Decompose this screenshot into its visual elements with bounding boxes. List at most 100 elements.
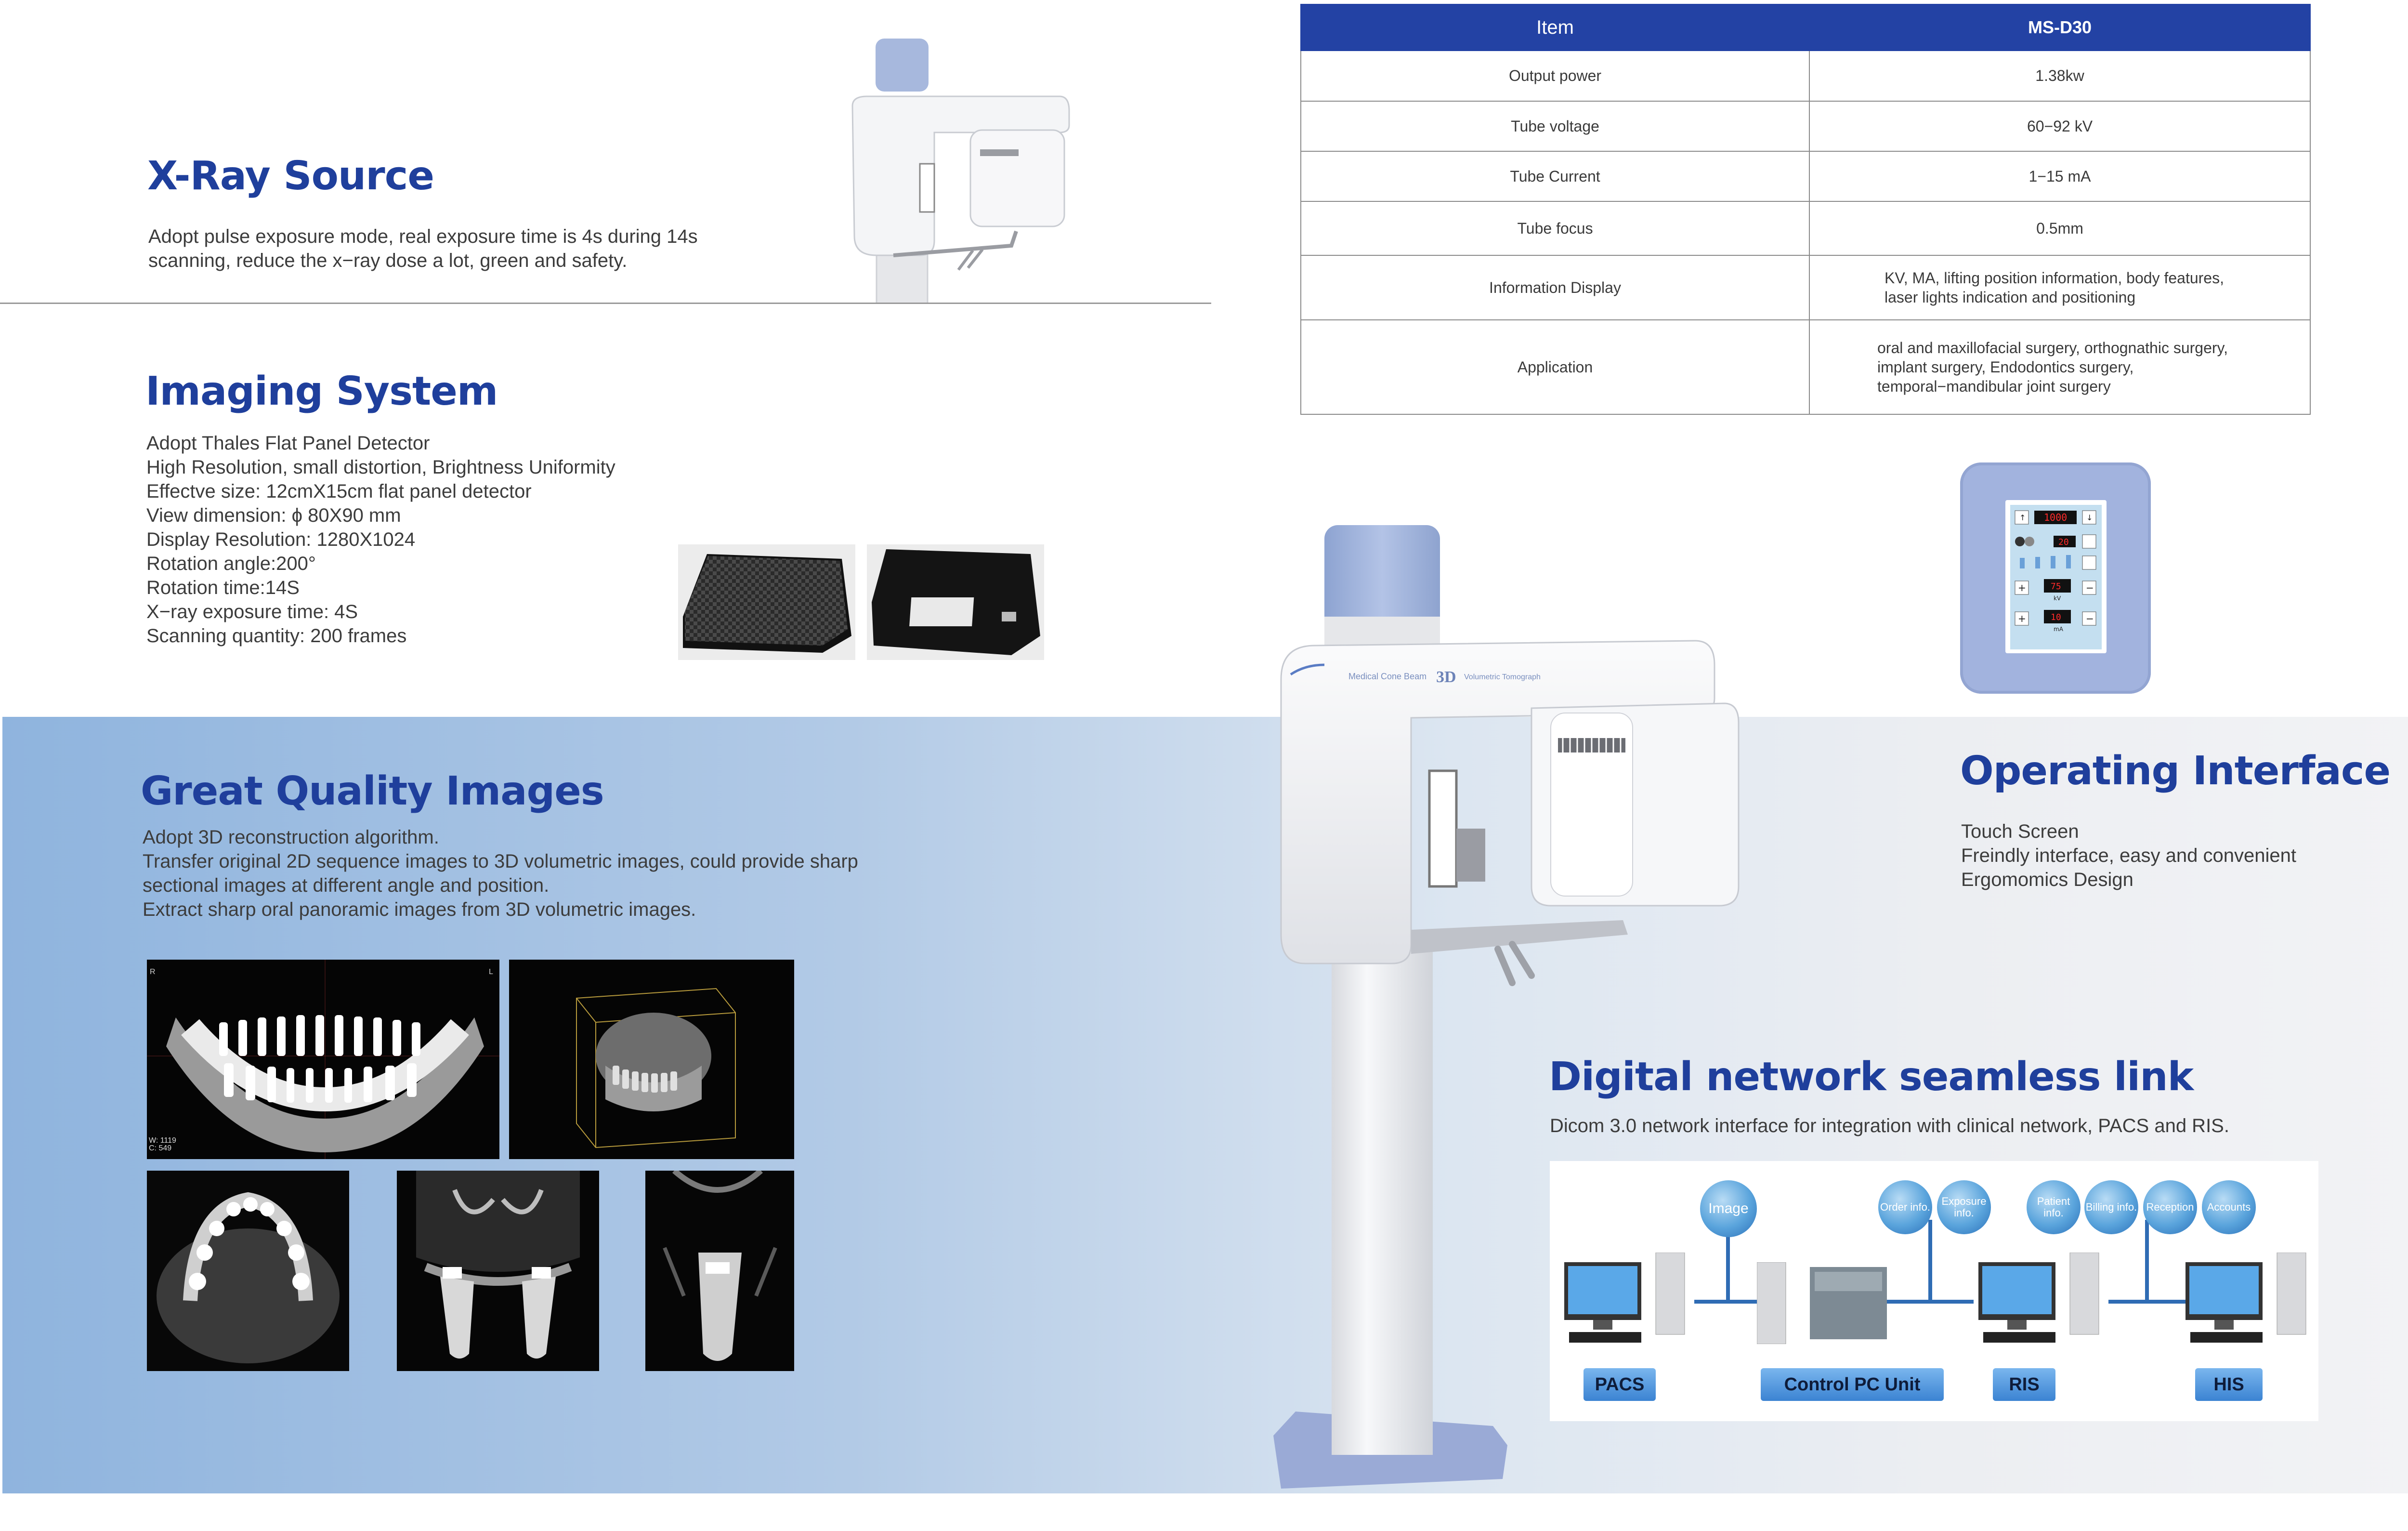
great-quality-text: Adopt 3D reconstruction algorithm. Trans… [143, 825, 858, 922]
table-row: Tube Current 1−15 mA [1300, 151, 2311, 202]
cbct-device-image: Medical Cone Beam 3D Volumetric Tomograp… [1273, 525, 1740, 1489]
axial-slice-image [147, 1171, 349, 1371]
text-line: Display Resolution: 1280X1024 [146, 529, 416, 550]
coronal-slice-image [397, 1171, 599, 1371]
xray-source-title: X-Ray Source [147, 153, 434, 199]
svg-text:−: − [2086, 613, 2094, 624]
imaging-system-text: Adopt Thales Flat Panel Detector High Re… [146, 431, 615, 648]
row-label: Output power [1300, 50, 1810, 102]
node-pacs: PACS [1584, 1368, 1656, 1401]
text-line: Touch Screen [1961, 821, 2079, 842]
node-ris: RIS [1993, 1368, 2055, 1401]
sagittal-slice-image [645, 1171, 794, 1371]
panel-display-3: 75 [2051, 581, 2061, 592]
row-value: 1.38kw [1809, 50, 2311, 102]
header-item: Item [1300, 4, 1810, 51]
digital-network-text: Dicom 3.0 network interface for integrat… [1550, 1115, 2229, 1136]
value-line: laser lights indication and positioning [1885, 289, 2136, 306]
text-line: Extract sharp oral panoramic images from… [143, 899, 696, 920]
flat-panel-detector-front-image [678, 544, 855, 660]
svg-text:+: + [2018, 582, 2026, 594]
text-line: Ergomomics Design [1961, 869, 2133, 890]
pano-l-label: L [489, 968, 493, 976]
text-line: Effectve size: 12cmX15cm flat panel dete… [146, 481, 532, 502]
digital-network-title: Digital network seamless link [1549, 1054, 2194, 1100]
network-diagram: Image Order info. Exposure info. Patient… [1550, 1161, 2318, 1421]
text-line: Rotation angle:200° [146, 553, 316, 574]
text-line: X−ray exposure time: 4S [146, 601, 358, 622]
pano-r-label: R [150, 968, 156, 976]
table-row: Application oral and maxillofacial surge… [1300, 319, 2311, 415]
text-line: Adopt 3D reconstruction algorithm. [143, 827, 439, 848]
panel-display-1: 1000 [2044, 512, 2067, 523]
text-line: Adopt Thales Flat Panel Detector [146, 433, 430, 454]
table-row: Tube voltage 60−92 kV [1300, 101, 2311, 152]
control-panel-image: ↑ ↓ 1000 20 + 75 kV − + 10 mA − [1960, 462, 2151, 694]
device-thumbnail-image [851, 39, 1070, 304]
value-line: oral and maxillofacial surgery, orthogna… [1877, 339, 2228, 356]
spec-table: Item MS-D30 Output power 1.38kw Tube vol… [1300, 4, 2311, 415]
operating-interface-text: Touch Screen Freindly interface, easy an… [1961, 819, 2296, 892]
panel-unit-ma: mA [2054, 626, 2064, 633]
section-divider [0, 303, 1211, 304]
bubble-patient-info: Patient info. [2027, 1180, 2081, 1234]
bubble-exposure-info: Exposure info. [1937, 1180, 1991, 1234]
text-line: scanning, reduce the x−ray dose a lot, g… [148, 250, 628, 271]
bubble-accounts: Accounts [2202, 1180, 2256, 1234]
row-label: Tube voltage [1300, 101, 1810, 152]
table-row: Tube focus 0.5mm [1300, 201, 2311, 256]
his-computer-icon [2186, 1253, 2306, 1343]
svg-text:+: + [2018, 613, 2026, 624]
table-row: Information Display KV, MA, lifting posi… [1300, 255, 2311, 320]
xray-source-text: Adopt pulse exposure mode, real exposure… [148, 224, 698, 273]
flat-panel-detector-back-image [867, 544, 1044, 660]
panoramic-xray-image: R L W: 1119 C: 549 [147, 960, 499, 1159]
control-panel-screen: ↑ ↓ 1000 20 + 75 kV − + 10 mA − [2005, 500, 2107, 653]
text-line: Freindly interface, easy and convenient [1961, 845, 2296, 866]
ris-computer-icon [1978, 1253, 2099, 1343]
imaging-system-title: Imaging System [145, 369, 498, 414]
row-value: KV, MA, lifting position information, bo… [1809, 255, 2311, 320]
table-header-row: Item MS-D30 [1300, 4, 2311, 51]
text-line: Scanning quantity: 200 frames [146, 625, 407, 647]
bubble-order-info: Order info. [1878, 1180, 1932, 1234]
row-value: 0.5mm [1809, 201, 2311, 256]
bubble-image: Image [1700, 1180, 1757, 1237]
svg-text:↓: ↓ [2086, 513, 2093, 522]
text-line: Rotation time:14S [146, 577, 300, 598]
text-line: High Resolution, small distortion, Brigh… [146, 457, 615, 478]
control-pc-unit-icon [1757, 1262, 1887, 1344]
device-3d-label: 3D [1436, 668, 1456, 686]
pacs-computer-icon [1564, 1253, 1685, 1343]
value-line: temporal−mandibular joint surgery [1877, 378, 2111, 395]
3d-skull-render-image [509, 960, 794, 1159]
text-line: Transfer original 2D sequence images to … [143, 851, 858, 872]
value-line: implant surgery, Endodontics surgery, [1877, 358, 2134, 376]
panel-display-2: 20 [2058, 537, 2069, 547]
svg-text:↑: ↑ [2019, 513, 2026, 522]
row-label: Tube focus [1300, 201, 1810, 256]
panel-unit-kv: kV [2054, 595, 2061, 602]
text-line: sectional images at different angle and … [143, 875, 550, 896]
row-label: Tube Current [1300, 151, 1810, 202]
operating-interface-title: Operating Interface [1960, 748, 2391, 794]
row-value: 60−92 kV [1809, 101, 2311, 152]
pano-window-label: W: 1119 [149, 1136, 176, 1145]
great-quality-title: Great Quality Images [141, 768, 604, 814]
pano-center-label: C: 549 [149, 1144, 171, 1152]
svg-text:−: − [2086, 582, 2094, 594]
header-model: MS-D30 [1809, 4, 2311, 51]
bubble-billing-info: Billing info. [2084, 1180, 2138, 1234]
row-value: oral and maxillofacial surgery, orthogna… [1809, 319, 2311, 415]
row-label: Information Display [1300, 255, 1810, 320]
text-line: View dimension: ϕ 80X90 mm [146, 505, 401, 526]
panel-display-4: 10 [2051, 612, 2061, 622]
value-line: KV, MA, lifting position information, bo… [1885, 269, 2224, 287]
node-control-pc-unit: Control PC Unit [1761, 1368, 1944, 1401]
text-line: Adopt pulse exposure mode, real exposure… [148, 226, 698, 247]
node-his: HIS [2195, 1368, 2263, 1401]
table-row: Output power 1.38kw [1300, 50, 2311, 102]
device-brand-text: Medical Cone Beam [1348, 672, 1426, 681]
bubble-reception: Reception [2143, 1180, 2197, 1234]
row-value: 1−15 mA [1809, 151, 2311, 202]
